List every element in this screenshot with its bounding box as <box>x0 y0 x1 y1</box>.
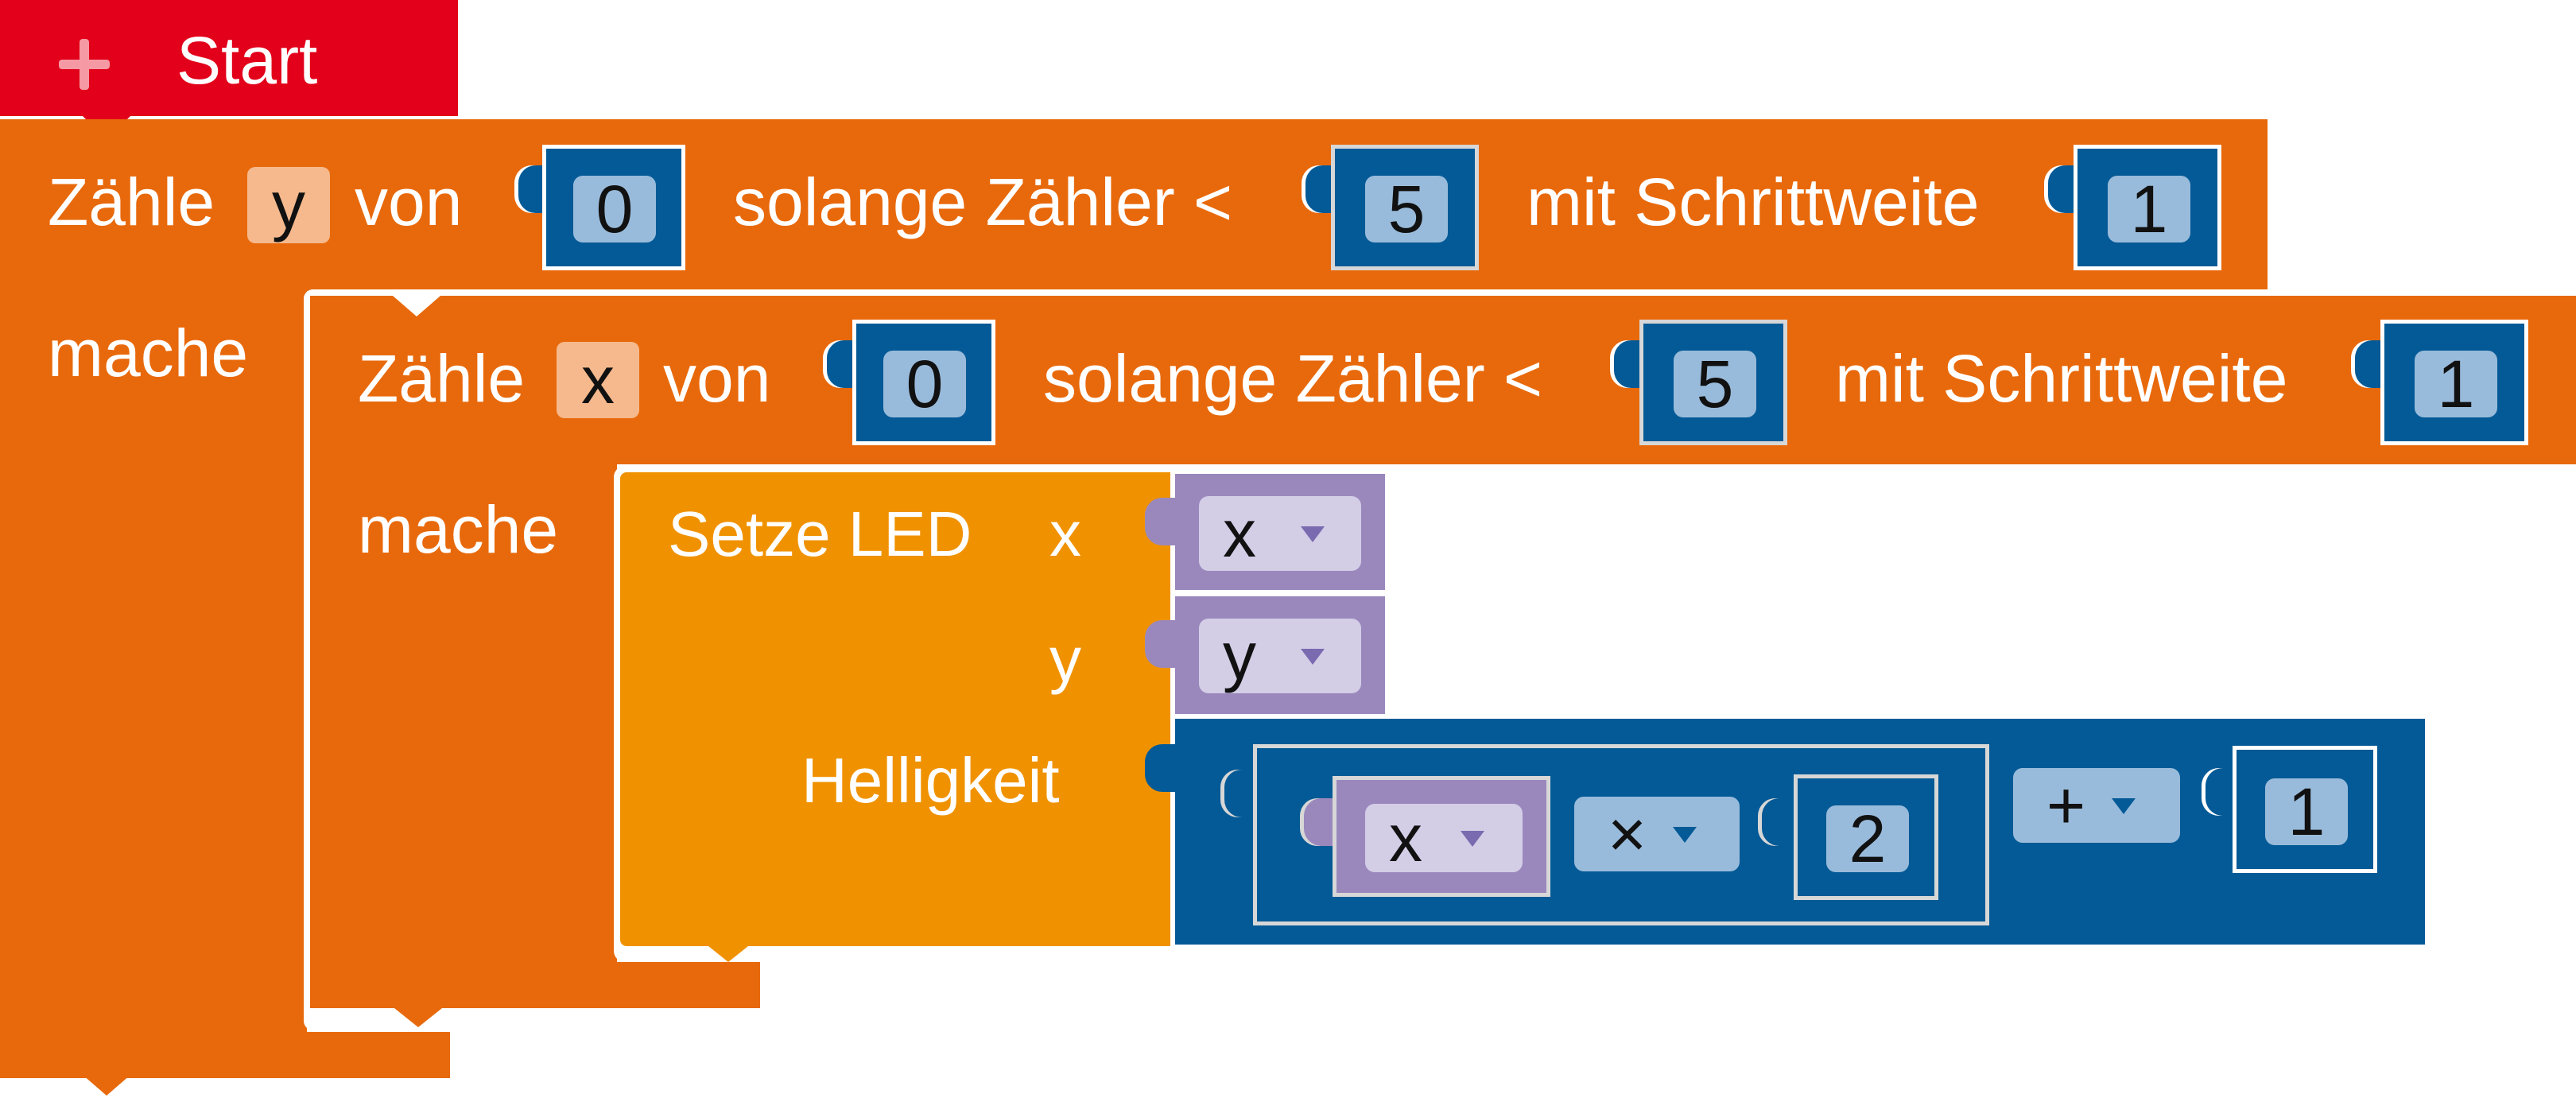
outer-loop-from-label: von <box>355 165 463 239</box>
outer-loop-prefix: Zähle <box>48 165 215 239</box>
inner-loop-step-label: mit Schrittweite <box>1835 341 2288 416</box>
input-socket-icon <box>1762 798 1797 846</box>
input-socket-icon <box>1145 498 1180 545</box>
inner-limit-block[interactable]: 5 <box>1639 320 1787 445</box>
inner-limit-value[interactable]: 5 <box>1674 351 1756 417</box>
add-operator-value: + <box>2046 767 2086 843</box>
outer-loop-variable[interactable]: y <box>247 167 330 243</box>
outer-loop-arm <box>0 291 307 1032</box>
inner-loop-variable[interactable]: x <box>557 342 639 418</box>
inner-loop-prefix: Zähle <box>358 341 526 416</box>
outer-from-block[interactable]: 0 <box>542 145 685 270</box>
dropdown-arrow-icon <box>1673 827 1697 843</box>
outer-loop-notch <box>83 1075 130 1096</box>
dropdown-arrow-icon <box>2112 798 2136 814</box>
inner-loop-footer <box>310 962 760 1008</box>
inner-loop-from-label: von <box>663 341 771 416</box>
outer-from-value[interactable]: 0 <box>573 176 656 242</box>
multiply-operator-dropdown[interactable]: × <box>1574 797 1740 871</box>
set-led-notch <box>704 943 752 962</box>
set-led-label: Setze LED <box>668 499 972 569</box>
x-variable-dropdown[interactable]: x <box>1199 496 1361 571</box>
outer-limit-value[interactable]: 5 <box>1365 176 1448 242</box>
add-number-block[interactable]: 1 <box>2233 746 2377 873</box>
set-led-x-label: x <box>1049 499 1081 569</box>
inner-from-block[interactable]: 0 <box>852 320 995 445</box>
inner-from-value[interactable]: 0 <box>883 351 966 417</box>
outer-loop-step-label: mit Schrittweite <box>1527 165 1980 239</box>
multiply-number-block[interactable]: 2 <box>1794 774 1938 900</box>
multiply-variable-value: x <box>1389 800 1422 875</box>
y-variable-block[interactable]: y <box>1175 596 1385 714</box>
input-socket-icon <box>1145 744 1180 792</box>
outer-limit-block[interactable]: 5 <box>1331 145 1479 270</box>
set-led-y-label: y <box>1049 624 1081 695</box>
set-led-top-notch <box>704 472 752 493</box>
multiply-variable-block[interactable]: x <box>1333 776 1550 897</box>
add-operator-dropdown[interactable]: + <box>2013 768 2180 843</box>
inner-step-block[interactable]: 1 <box>2380 320 2528 445</box>
outer-loop-while-label: solange Zähler < <box>733 165 1233 239</box>
start-label: Start <box>177 23 318 98</box>
multiply-number-value[interactable]: 2 <box>1826 805 1909 872</box>
inner-loop-while-label: solange Zähler < <box>1043 341 1543 416</box>
set-led-brightness-label: Helligkeit <box>801 745 1060 816</box>
multiply-variable-dropdown[interactable]: x <box>1365 801 1523 875</box>
outer-step-block[interactable]: 1 <box>2074 145 2221 270</box>
add-number-value[interactable]: 1 <box>2265 778 2348 845</box>
outer-loop-header[interactable] <box>0 119 2268 291</box>
outer-loop-do-label: mache <box>48 316 249 390</box>
inner-loop-do-label: mache <box>358 492 559 567</box>
input-socket-icon <box>1145 620 1180 668</box>
inner-step-value[interactable]: 1 <box>2415 351 2497 417</box>
start-block[interactable]: Start <box>0 0 458 116</box>
inner-loop-arm <box>310 464 617 1008</box>
outer-step-value[interactable]: 1 <box>2108 176 2190 242</box>
multiply-operator-value: × <box>1608 796 1647 871</box>
inner-loop-notch <box>394 1008 442 1027</box>
x-variable-value: x <box>1223 495 1256 571</box>
y-variable-value: y <box>1223 618 1256 693</box>
outer-loop-footer <box>0 1032 450 1078</box>
dropdown-arrow-icon <box>1301 649 1325 665</box>
y-variable-dropdown[interactable]: y <box>1199 619 1361 693</box>
plus-icon <box>59 36 110 90</box>
dropdown-arrow-icon <box>1461 831 1484 847</box>
x-variable-block[interactable]: x <box>1175 474 1385 590</box>
inner-loop-header[interactable] <box>310 296 2576 464</box>
set-led-block[interactable] <box>620 472 1170 946</box>
inner-loop-top-notch <box>393 296 440 316</box>
dropdown-arrow-icon <box>1301 526 1325 542</box>
